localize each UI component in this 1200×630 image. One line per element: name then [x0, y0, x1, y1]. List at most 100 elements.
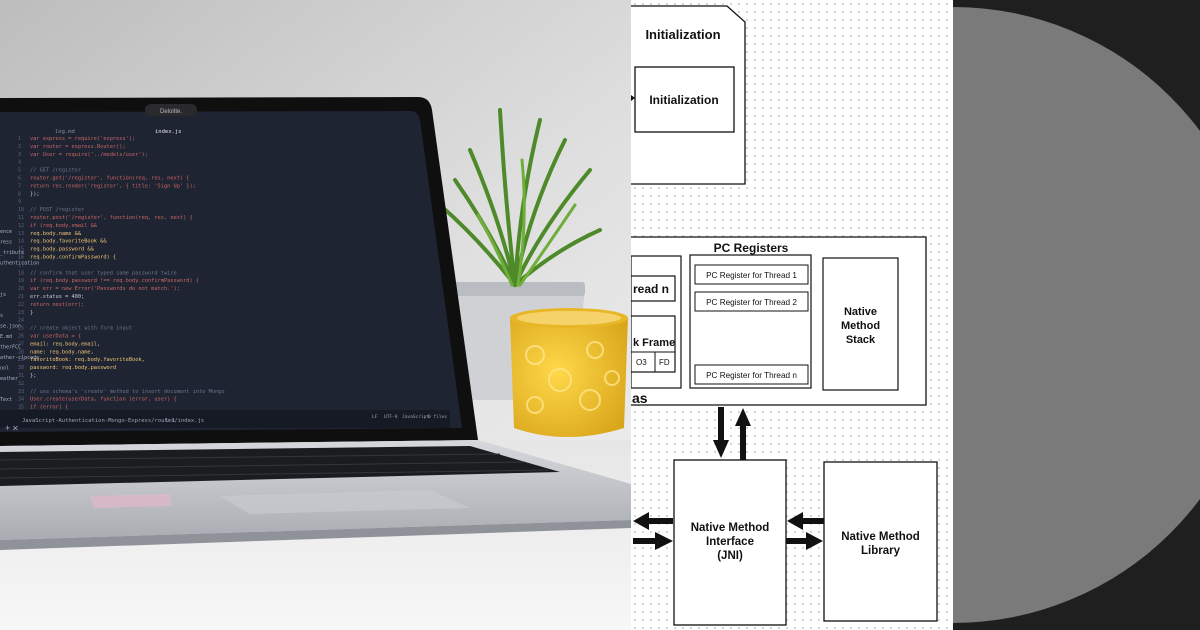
- code-line: var User = require('../models/user');: [30, 152, 148, 158]
- dark-decorative-panel: [953, 0, 1200, 630]
- runtime-area-label-fragment: as: [632, 390, 648, 406]
- code-line: // confirm that user typed same password…: [30, 270, 177, 276]
- sidebar-item: E.md: [0, 334, 12, 340]
- line-number: 25: [18, 326, 24, 332]
- code-line: if (req.body.email &&: [30, 223, 98, 229]
- jni-box: Native Method Interface (JNI): [673, 459, 787, 626]
- pc-register-list: PC Register for Thread 1PC Register for …: [694, 264, 809, 385]
- line-number: 10: [18, 207, 24, 213]
- status-item: UTF-8: [384, 414, 398, 420]
- line-number: 23: [18, 310, 24, 316]
- runtime-data-area: as read n k Frame O3 FD PC Registers PC …: [631, 236, 927, 406]
- sidebar-item: ool: [0, 366, 9, 372]
- code-line: var userData = {: [30, 334, 81, 340]
- code-line: }: [30, 310, 33, 316]
- pc-register-box: [694, 291, 809, 312]
- line-number: 16: [18, 255, 24, 261]
- line-number: 18: [18, 270, 24, 276]
- code-line: // GET /register: [30, 168, 81, 174]
- line-number: 2: [18, 144, 21, 150]
- laptop-brand: Deloitte.: [160, 109, 182, 115]
- status-item: LF: [372, 414, 378, 420]
- line-number: 32: [18, 381, 24, 387]
- code-line: // create object with form input: [30, 326, 132, 332]
- line-number: 30: [18, 365, 24, 371]
- status-plus-icon: +: [5, 423, 10, 433]
- jvm-architecture-diagram: Initialization Initialization as read n …: [631, 0, 953, 630]
- code-line: name: req.body.name,: [30, 349, 94, 355]
- code-line: };: [30, 373, 36, 379]
- sidebar-item: js: [0, 292, 6, 298]
- line-number: 5: [18, 168, 21, 174]
- line-number: 11: [18, 215, 24, 221]
- line-number: 35: [18, 405, 24, 411]
- code-line: User.create(userData, function (error, u…: [30, 397, 177, 403]
- sidebar-item: uthentication: [0, 261, 39, 267]
- line-number: 6: [18, 176, 21, 182]
- code-line: router.get('/register', function(req, re…: [30, 176, 189, 182]
- initialization-box: Initialization Initialization: [631, 5, 746, 185]
- stack-frame-label: k Frame: [633, 337, 675, 349]
- line-number: 9: [18, 199, 21, 205]
- pc-register-box: [694, 264, 809, 285]
- line-number: 27: [18, 341, 24, 347]
- stack-frame-box: [631, 315, 676, 373]
- code-line: // POST /register: [30, 207, 84, 213]
- status-item: JavaScript: [402, 414, 429, 420]
- yellow-mug: [510, 308, 628, 437]
- sidebar-item: therFCC: [0, 345, 21, 351]
- sidebar-item: eather: [0, 376, 18, 382]
- line-number: 20: [18, 286, 24, 292]
- code-line: err.status = 400;: [30, 294, 84, 300]
- line-number: 15: [18, 247, 24, 253]
- line-number: 31: [18, 373, 24, 379]
- line-number: 1: [18, 136, 21, 142]
- code-line: });: [30, 191, 40, 197]
- line-number: 21: [18, 294, 24, 300]
- code-line: email: req.body.email,: [30, 341, 100, 347]
- line-number: 22: [18, 302, 24, 308]
- library-line-1: Native Method: [841, 531, 920, 543]
- status-item: 0 files: [428, 414, 447, 420]
- line-number: 7: [18, 183, 21, 189]
- jni-line-1: Native Method: [691, 522, 770, 534]
- thread-n-box: [631, 275, 676, 302]
- native-stack-line-1: Native: [844, 306, 877, 318]
- line-number: 8: [18, 191, 21, 197]
- pc-register-box: [694, 364, 809, 385]
- status-close-icon: ✕: [12, 424, 19, 433]
- code-line: req.body.password &&: [30, 247, 95, 253]
- line-number: 13: [18, 231, 24, 237]
- sidebar-item: Text: [0, 397, 12, 403]
- code-line: var err = new Error('Passwords do not ma…: [30, 286, 180, 292]
- sidebar-item: ress: [0, 240, 12, 246]
- code-line: req.body.favoriteBook &&: [30, 239, 107, 245]
- code-line: if (req.body.password !== req.body.confi…: [30, 278, 199, 284]
- line-number: 14: [18, 239, 24, 245]
- editor-tab: index.js: [155, 129, 182, 135]
- sidebar-item: se.json: [0, 324, 21, 330]
- line-number: 33: [18, 389, 24, 395]
- sidebar-item: s: [0, 313, 3, 319]
- pc-register-label: PC Register for Thread 2: [706, 298, 797, 307]
- code-line: req.body.name &&: [30, 231, 82, 237]
- native-library-box: Native Method Library: [823, 461, 938, 622]
- initialization-inner-label: Initialization: [649, 93, 718, 107]
- code-line: router.post('/register', function(req, r…: [30, 215, 193, 221]
- native-method-stack-box: [822, 257, 899, 391]
- code-line: // use schema's 'create' method to inser…: [30, 389, 225, 395]
- code-line: return next(err);: [30, 302, 84, 308]
- initialization-box-title: Initialization: [645, 27, 720, 42]
- line-number: 17: [18, 262, 24, 268]
- sidebar-item: ence: [0, 229, 12, 235]
- line-number: 24: [18, 318, 24, 324]
- code-line: if (error) {: [30, 405, 68, 411]
- frame-sub-2: FD: [659, 358, 670, 367]
- line-number: 4: [18, 160, 21, 166]
- sidebar-item: _tribute: [0, 250, 24, 256]
- library-line-2: Library: [861, 545, 901, 557]
